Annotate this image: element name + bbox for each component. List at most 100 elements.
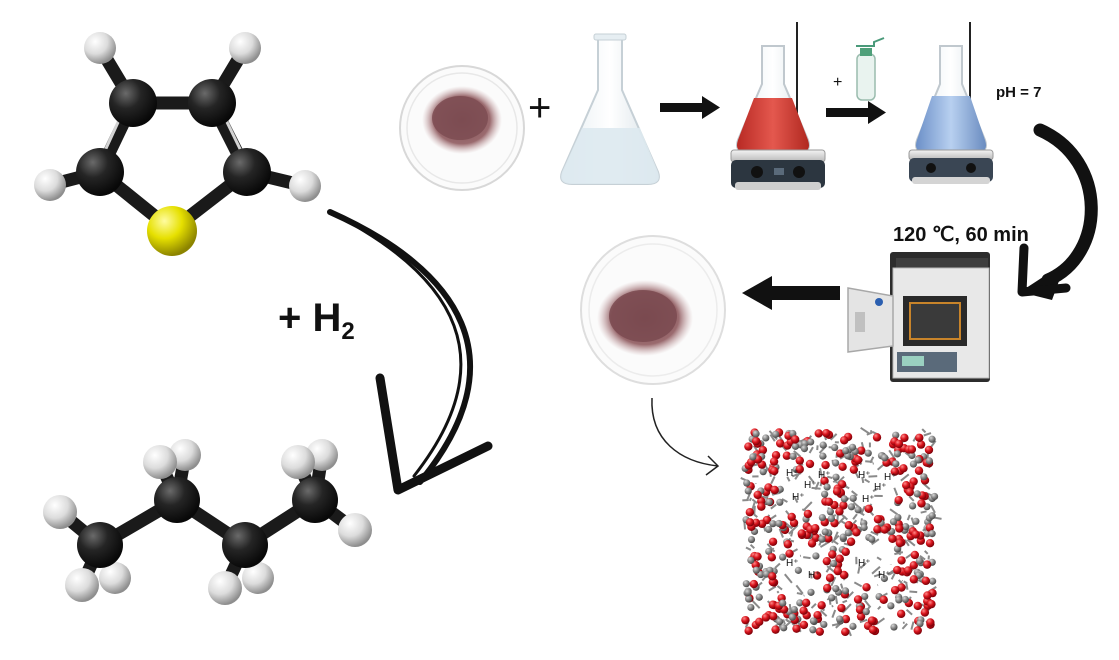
framework-node xyxy=(895,596,902,603)
framework-node xyxy=(775,520,782,527)
oxygen-atom xyxy=(880,596,888,604)
framework-node xyxy=(749,453,756,460)
framework-bond xyxy=(894,488,897,496)
oxygen-atom xyxy=(800,621,808,629)
oxygen-atom xyxy=(910,575,918,583)
proton-label: H⁺ xyxy=(884,472,897,483)
process-arrow xyxy=(826,101,886,124)
oxygen-atom xyxy=(823,557,831,565)
oxygen-atom xyxy=(873,433,881,441)
framework-node xyxy=(779,599,786,606)
oxygen-atom xyxy=(923,560,931,568)
oxygen-atom xyxy=(917,499,925,507)
oxygen-atom xyxy=(768,572,776,580)
framework-node xyxy=(780,624,787,631)
framework-bond xyxy=(750,498,751,501)
oxygen-atom xyxy=(869,626,877,634)
framework-node xyxy=(820,621,827,628)
framework-bond xyxy=(909,592,917,593)
framework-bond xyxy=(836,596,837,604)
oxygen-atom xyxy=(769,612,777,620)
oxygen-atom xyxy=(776,439,784,447)
framework-bond xyxy=(746,548,751,550)
framework-node xyxy=(830,560,837,567)
oxygen-atom xyxy=(752,437,760,445)
oxygen-atom xyxy=(771,486,779,494)
oxygen-atom xyxy=(834,567,842,575)
framework-bond xyxy=(911,622,913,630)
oxygen-atom xyxy=(922,577,930,585)
framework-bond xyxy=(785,574,792,583)
oxygen-atom xyxy=(753,552,761,560)
process-arrow-curved xyxy=(1020,130,1091,300)
oxygen-atom xyxy=(880,525,888,533)
framework-bond xyxy=(797,593,803,594)
framework-bond xyxy=(925,551,928,554)
framework-bond xyxy=(894,552,902,554)
oxygen-atom xyxy=(750,580,758,588)
framework-node xyxy=(868,536,875,543)
oxygen-atom xyxy=(862,583,870,591)
framework-node xyxy=(894,450,901,457)
framework-node xyxy=(820,442,827,449)
framework-node xyxy=(752,430,759,437)
framework-node xyxy=(850,495,857,502)
oxygen-atom xyxy=(873,525,881,533)
framework-node xyxy=(910,460,917,467)
framework-node xyxy=(827,508,834,515)
magnetic-stirrer-icon xyxy=(909,22,993,184)
proton-label: H⁺ xyxy=(878,570,891,581)
framework-node xyxy=(819,514,826,521)
framework-bond xyxy=(931,505,935,512)
oxygen-atom xyxy=(828,550,836,558)
framework-node xyxy=(832,585,839,592)
oxygen-atom xyxy=(836,555,844,563)
framework-node xyxy=(840,533,847,540)
framework-node xyxy=(744,589,751,596)
framework-bond xyxy=(754,506,755,515)
plus-h2-text: + H xyxy=(278,296,341,340)
plus-sign: + xyxy=(528,86,551,131)
framework-node xyxy=(791,606,798,613)
framework-node xyxy=(832,459,839,466)
oxygen-atom xyxy=(788,513,796,521)
framework-node xyxy=(748,536,755,543)
framework-node xyxy=(753,567,760,574)
framework-node xyxy=(765,526,772,533)
oxygen-atom xyxy=(816,627,824,635)
framework-node xyxy=(920,473,927,480)
oxygen-atom xyxy=(815,429,823,437)
oxygen-atom xyxy=(770,467,778,475)
oxygen-atom xyxy=(823,584,831,592)
framework-node xyxy=(747,557,754,564)
framework-node xyxy=(743,479,750,486)
oxygen-atom xyxy=(833,487,841,495)
framework-node xyxy=(790,453,797,460)
petri-dish-powder-icon xyxy=(581,236,725,384)
proton-label: H⁺ xyxy=(818,470,831,481)
framework-bond xyxy=(786,619,789,621)
oxygen-atom xyxy=(927,600,935,608)
oxygen-atom xyxy=(806,460,814,468)
framework-bond xyxy=(921,511,927,512)
magnetic-stirrer-icon xyxy=(731,22,825,190)
framework-bond xyxy=(890,509,897,514)
framework-bond xyxy=(791,541,794,542)
framework-bond xyxy=(904,581,907,583)
oxygen-atom xyxy=(845,521,853,529)
oxygen-atom xyxy=(897,556,905,564)
framework-bond xyxy=(843,601,847,603)
framework-node xyxy=(881,454,888,461)
h2-subscript: 2 xyxy=(341,318,354,345)
erlenmeyer-flask-icon xyxy=(561,34,659,184)
framework-node xyxy=(810,617,817,624)
oxygen-atom xyxy=(912,530,920,538)
oxygen-atom xyxy=(838,463,846,471)
oxygen-atom xyxy=(865,505,873,513)
framework-node xyxy=(849,444,856,451)
framework-bond xyxy=(769,586,776,590)
framework-node xyxy=(926,457,933,464)
framework-bond xyxy=(853,514,857,519)
framework-node xyxy=(931,493,938,500)
framework-bond xyxy=(865,600,870,606)
